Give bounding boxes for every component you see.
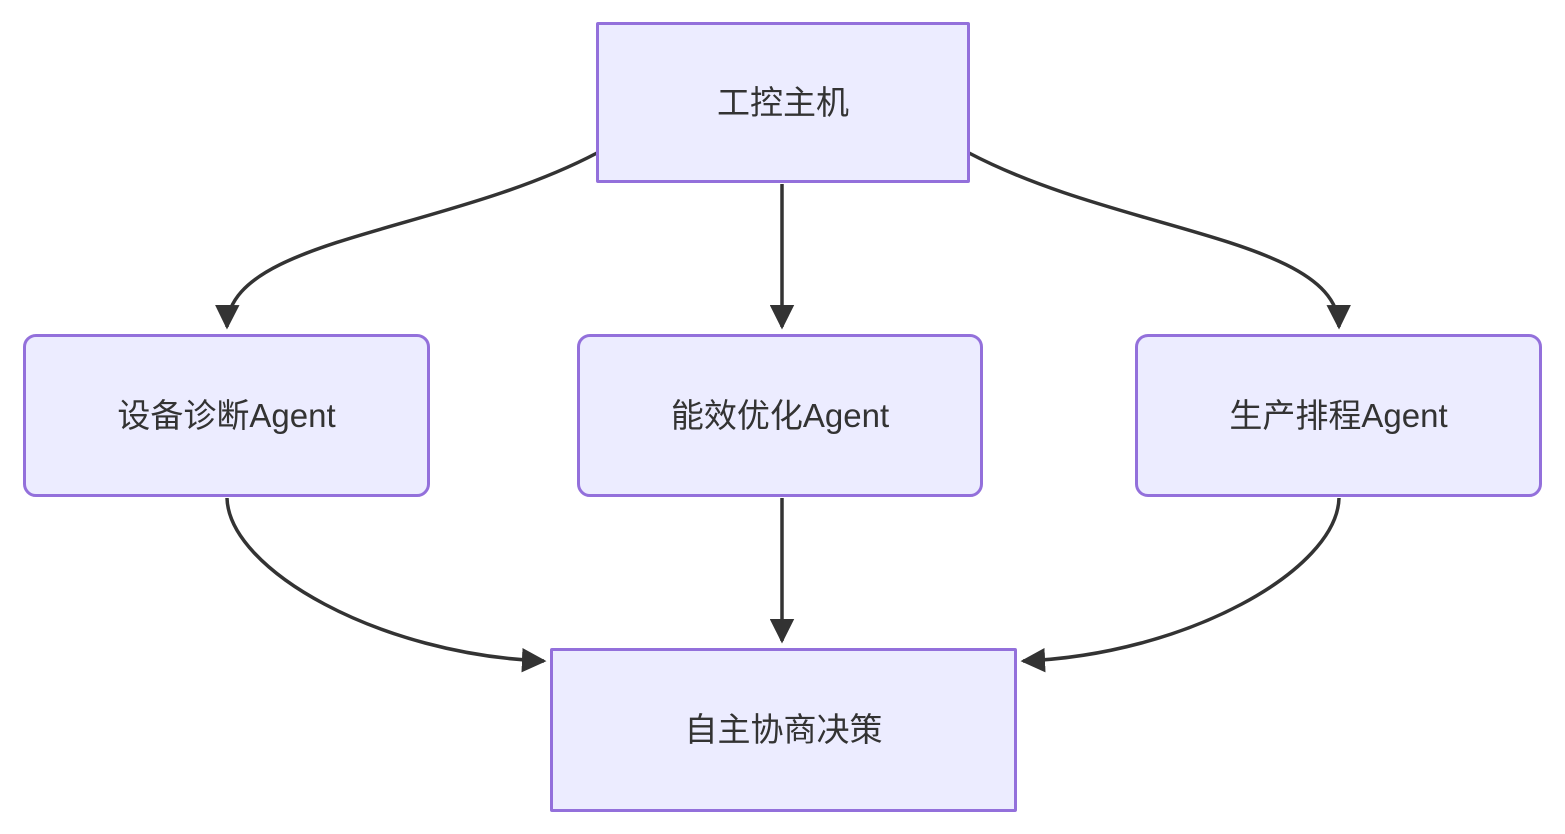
edge-device-diagnosis-to-negotiation-decision <box>225 497 547 673</box>
node-autonomous-negotiation-decision[interactable]: 自主协商决策 <box>550 648 1017 812</box>
edge-host-to-device-diagnosis <box>215 151 598 330</box>
node-label: 能效优化Agent <box>670 396 890 434</box>
edge-production-scheduling-to-negotiation-decision <box>1020 497 1341 673</box>
node-label: 生产排程Agent <box>1229 396 1448 434</box>
node-industrial-control-host[interactable]: 工控主机 <box>596 22 970 183</box>
node-production-scheduling-agent[interactable]: 生产排程Agent <box>1135 334 1542 497</box>
node-label: 设备诊断Agent <box>117 396 336 434</box>
node-label: 自主协商决策 <box>684 711 883 749</box>
node-device-diagnosis-agent[interactable]: 设备诊断Agent <box>23 334 430 497</box>
node-energy-optimization-agent[interactable]: 能效优化Agent <box>577 334 983 497</box>
edge-host-to-production-scheduling <box>968 151 1351 330</box>
node-label: 工控主机 <box>717 83 849 121</box>
